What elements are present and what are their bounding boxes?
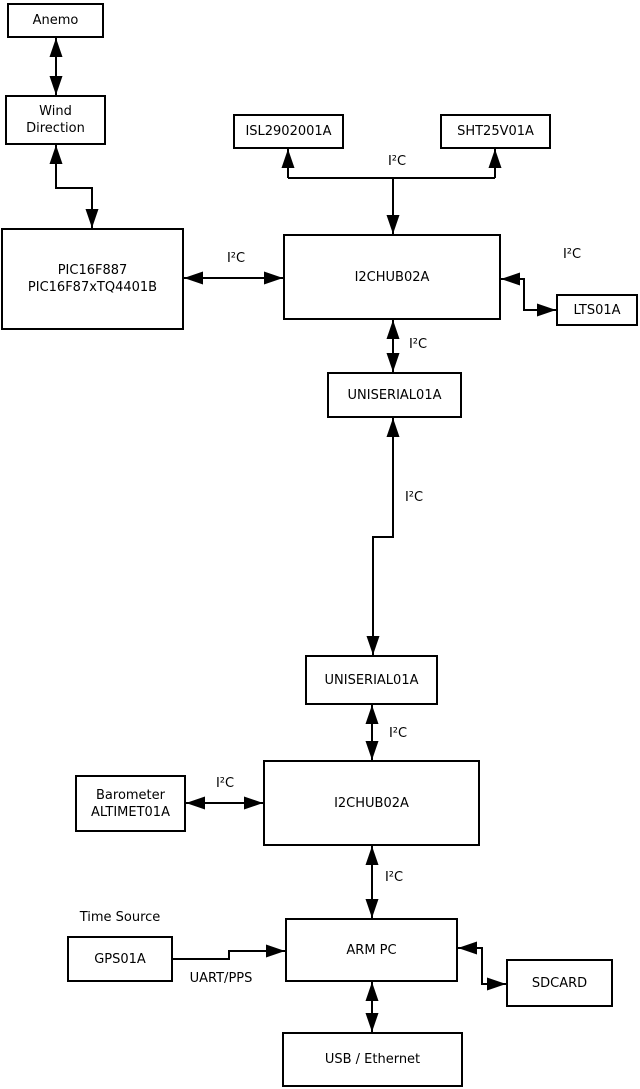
- edge-uniserial1-uniserial2: [372, 418, 394, 655]
- edge-winddir-pic-arrow-end: [85, 209, 99, 228]
- node-arm-pc: ARM PC: [285, 918, 458, 982]
- node-sdcard-label: SDCARD: [531, 975, 588, 991]
- node-lts01a: LTS01A: [556, 294, 638, 326]
- label-i2c-uniserial-link: I²C: [404, 490, 424, 505]
- node-barometer-label: Barometer: [96, 787, 165, 803]
- label-uart-pps: UART/PPS: [189, 971, 253, 986]
- label-time-source: Time Source: [79, 910, 161, 925]
- node-usb-ethernet-label: USB / Ethernet: [324, 1052, 421, 1067]
- edge-armpc-usb-arrow-start: [365, 982, 379, 1001]
- node-isl2902001a: ISL2902001A: [233, 114, 344, 149]
- edge-i2chub1-uniserial1-arrow-start: [386, 320, 400, 339]
- node-barometer-label: ALTIMET01A: [91, 804, 170, 820]
- node-arm-pc-label: ARM PC: [346, 942, 397, 958]
- edge-armpc-sdcard-arrow-start: [458, 941, 477, 955]
- edge-anemo-winddir-arrow-end: [49, 76, 63, 95]
- node-gps01a-label: GPS01A: [94, 951, 146, 967]
- edge-barometer-i2chub2-arrow-end: [244, 796, 263, 810]
- edge-i2chub2-armpc-arrow-start: [365, 846, 379, 865]
- edge-barometer-i2chub2-arrow-start: [186, 796, 205, 810]
- node-i2chub02a-2-label: I2CHUB02A: [334, 795, 409, 811]
- edge-winddir-pic-arrow-start: [49, 145, 63, 164]
- node-sht25v01a: SHT25V01A: [440, 114, 551, 149]
- edge-bus-to-i2chub1-arrow-end: [386, 215, 400, 234]
- node-usb-ethernet: USB / Ethernet: [282, 1032, 463, 1087]
- edge-bus-to-sht-arrow-end: [488, 149, 502, 168]
- node-uniserial01a-1-label: UNISERIAL01A: [347, 387, 442, 403]
- edge-gps-armpc: [173, 950, 285, 960]
- label-i2c-uniserial2-hub2: I²C: [388, 726, 408, 741]
- label-i2c-hub2-armpc: I²C: [384, 870, 404, 885]
- node-pic16f887-label: PIC16F87xTQ4401B: [27, 280, 158, 295]
- edge-i2chub1-lts01a-arrow-end: [537, 303, 556, 317]
- edge-pic-i2chub1-arrow-start: [184, 271, 203, 285]
- node-wind-direction-label: Direction: [26, 121, 85, 136]
- edge-uniserial2-i2chub2-arrow-end: [365, 741, 379, 760]
- node-uniserial01a-2: UNISERIAL01A: [305, 655, 438, 705]
- node-uniserial01a-2-label: UNISERIAL01A: [324, 672, 419, 688]
- label-i2c-hub1-lts: I²C: [562, 247, 582, 262]
- node-wind-direction-label: Wind: [39, 104, 72, 119]
- node-anemo: Anemo: [7, 3, 104, 38]
- node-i2chub02a-2: I2CHUB02A: [263, 760, 480, 846]
- edge-anemo-winddir-arrow-start: [49, 38, 63, 57]
- node-sht25v01a-label: SHT25V01A: [457, 124, 534, 139]
- node-gps01a: GPS01A: [67, 936, 173, 982]
- label-i2c-hub1-uniserial1: I²C: [408, 337, 428, 352]
- edge-uniserial1-uniserial2-arrow-start: [386, 418, 400, 437]
- edge-uniserial2-i2chub2-arrow-start: [365, 705, 379, 724]
- label-i2c-sensor-bus: I²C: [387, 154, 407, 169]
- node-uniserial01a-1: UNISERIAL01A: [327, 372, 462, 418]
- edge-armpc-sdcard: [458, 947, 506, 985]
- edge-gps-armpc-arrow-end: [266, 944, 285, 958]
- edge-i2chub2-armpc-arrow-end: [365, 899, 379, 918]
- node-anemo-label: Anemo: [32, 13, 79, 28]
- edge-i2chub1-lts01a-arrow-start: [501, 272, 520, 286]
- edge-bus-to-isl-arrow-end: [281, 149, 295, 168]
- node-i2chub02a-1-label: I2CHUB02A: [354, 269, 430, 285]
- edge-pic-i2chub1-arrow-end: [264, 271, 283, 285]
- node-sdcard: SDCARD: [506, 959, 613, 1007]
- node-isl2902001a-label: ISL2902001A: [245, 124, 332, 139]
- edge-winddir-pic: [55, 145, 93, 228]
- edge-i2chub1-lts01a: [501, 278, 556, 311]
- edge-armpc-sdcard-arrow-end: [487, 977, 506, 991]
- node-i2chub02a-1: I2CHUB02A: [283, 234, 501, 320]
- label-i2c-pic-hub1: I²C: [226, 251, 246, 266]
- node-lts01a-label: LTS01A: [573, 302, 621, 318]
- label-i2c-barometer-hub2: I²C: [215, 776, 235, 791]
- edge-armpc-usb-arrow-end: [365, 1013, 379, 1032]
- edge-uniserial1-uniserial2-arrow-end: [366, 636, 380, 655]
- edge-i2chub1-uniserial1-arrow-end: [386, 353, 400, 372]
- node-pic16f887-label: PIC16F887: [57, 263, 128, 278]
